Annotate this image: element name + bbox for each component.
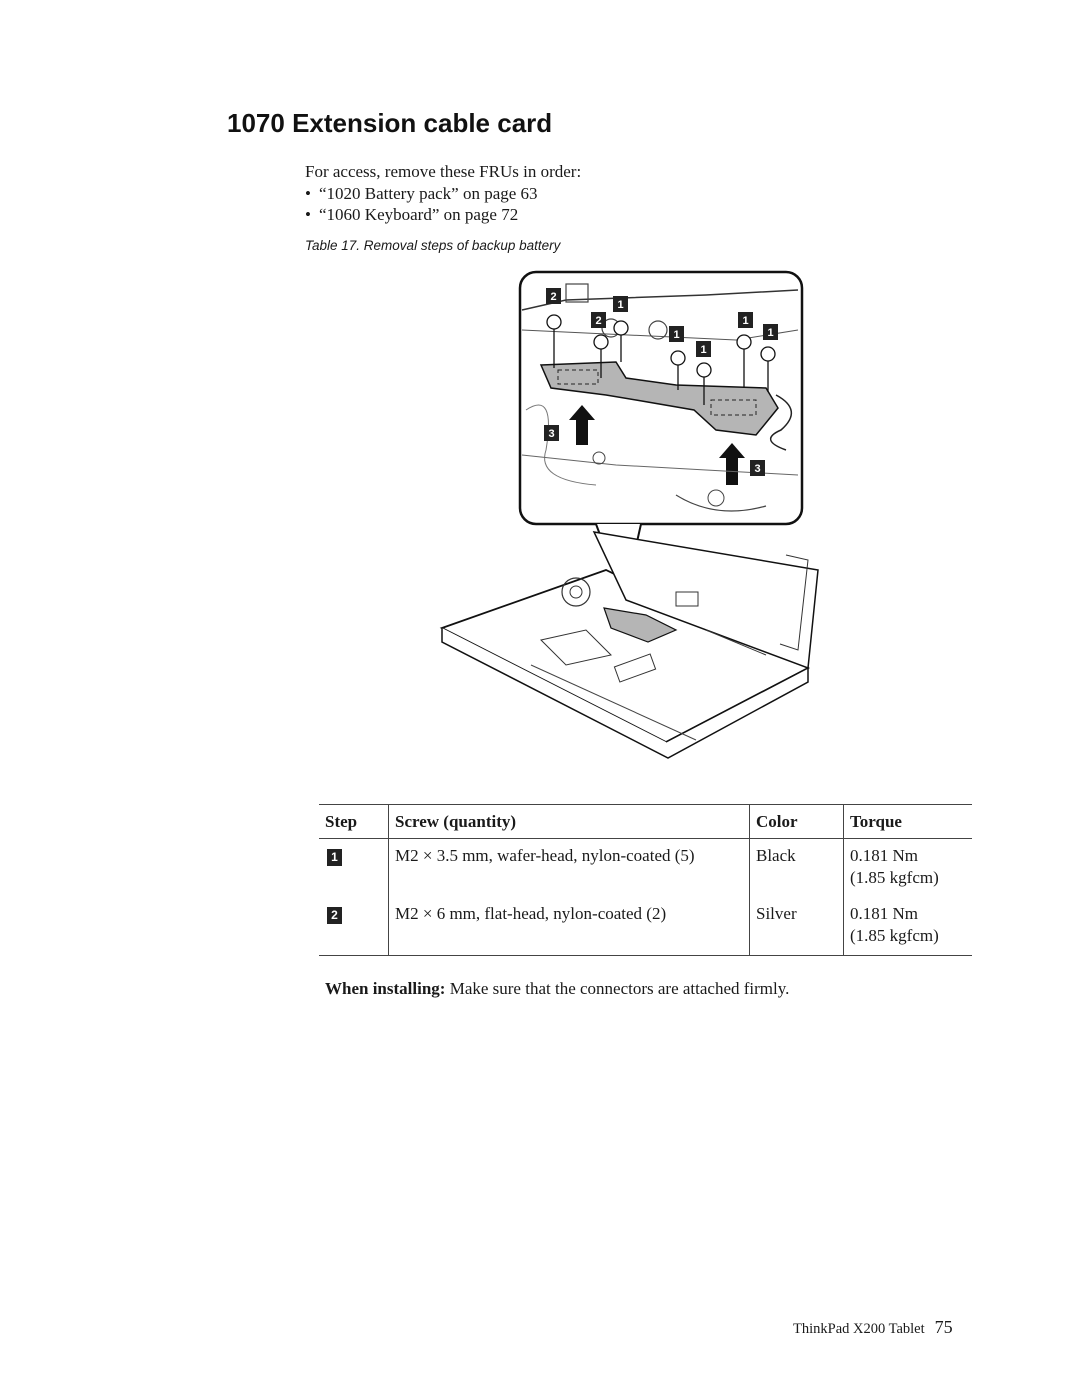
extension-card-diagram: 2 1 2 1 1 1 1 3 3 — [439, 270, 819, 759]
screw-color: Silver — [749, 897, 844, 956]
installing-text: Make sure that the connectors are attach… — [449, 979, 790, 998]
footer-title: ThinkPad X200 Tablet — [793, 1321, 925, 1337]
table-header-row: Step Screw (quantity) Color Torque — [319, 804, 972, 839]
table-row: 1 M2 × 3.5 mm, wafer-head, nylon-coated … — [319, 838, 972, 897]
table-row: 2 M2 × 6 mm, flat-head, nylon-coated (2)… — [319, 897, 972, 956]
col-header-screw: Screw (quantity) — [388, 804, 750, 839]
col-header-step: Step — [319, 804, 389, 839]
fru-item: “1060 Keyboard” on page 72 — [305, 204, 538, 225]
access-intro: For access, remove these FRUs in order: — [305, 162, 582, 181]
installing-note: When installing: Make sure that the conn… — [325, 979, 789, 999]
table-caption: Table 17. Removal steps of backup batter… — [305, 238, 561, 253]
callout-label: 1 — [767, 327, 773, 339]
installing-label: When installing: — [325, 979, 446, 998]
fru-item: “1020 Battery pack” on page 63 — [305, 183, 538, 204]
callout-label: 1 — [700, 344, 706, 356]
screw-spec: M2 × 3.5 mm, wafer-head, nylon-coated (5… — [388, 838, 750, 897]
callout-label: 2 — [595, 315, 601, 327]
callout-label: 1 — [742, 315, 748, 327]
step-marker: 1 — [327, 849, 342, 866]
torque-nm: 0.181 Nm — [850, 904, 918, 923]
extension-cable-card — [539, 361, 779, 436]
lift-arrow — [719, 443, 745, 485]
laptop-display — [592, 531, 819, 670]
torque-kgfcm: (1.85 kgfcm) — [850, 868, 939, 887]
callout-label: 2 — [550, 291, 556, 303]
col-header-torque: Torque — [843, 804, 972, 839]
torque-kgfcm: (1.85 kgfcm) — [850, 926, 939, 945]
lift-arrow — [569, 405, 595, 445]
section-heading: 1070 Extension cable card — [227, 108, 553, 138]
step-marker: 2 — [327, 907, 342, 924]
removal-illustration: 2 1 2 1 1 1 1 3 3 — [436, 270, 836, 770]
screw-color: Black — [749, 838, 844, 897]
col-header-color: Color — [749, 804, 844, 839]
torque-nm: 0.181 Nm — [850, 846, 918, 865]
callout-label: 1 — [617, 299, 623, 311]
callout-label: 3 — [754, 463, 760, 475]
page-number: 75 — [934, 1317, 953, 1337]
fru-list: “1020 Battery pack” on page 63 “1060 Key… — [305, 183, 538, 225]
callout-label: 1 — [673, 329, 679, 341]
screw-table: Step Screw (quantity) Color Torque 1 M2 … — [319, 804, 972, 956]
callout-label: 3 — [548, 428, 554, 440]
screw-spec: M2 × 6 mm, flat-head, nylon-coated (2) — [388, 897, 750, 956]
page-footer: ThinkPad X200 Tablet 75 — [793, 1317, 953, 1338]
